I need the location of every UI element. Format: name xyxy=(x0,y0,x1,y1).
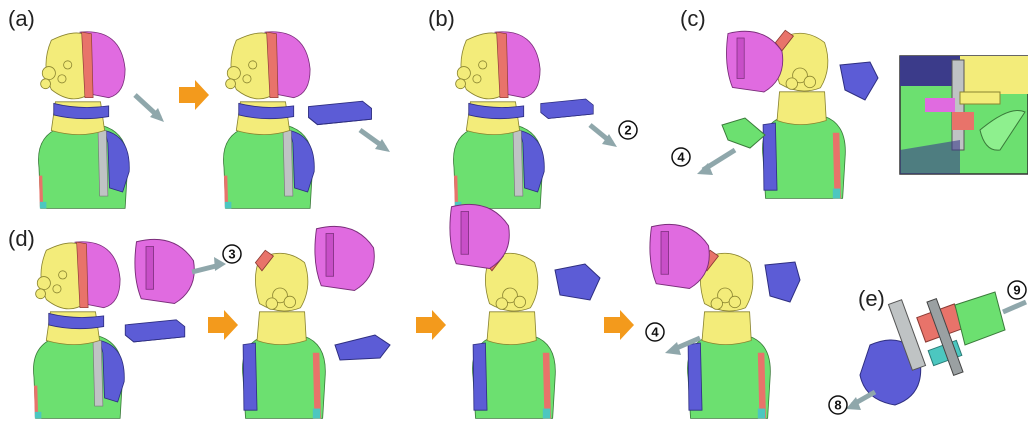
panel-b-bust xyxy=(453,32,544,209)
orange-arrow xyxy=(179,80,209,110)
step-number-c: 4 xyxy=(672,148,690,166)
blue-slab xyxy=(541,99,594,119)
svg-text:4: 4 xyxy=(651,325,659,340)
step-number-e1: 9 xyxy=(1008,281,1026,299)
panel-label-d: (d) xyxy=(8,226,35,252)
panel-d-hood-2 xyxy=(315,226,374,290)
motion-arrow xyxy=(1003,302,1026,312)
panel-d-blue-piece-4 xyxy=(765,262,800,302)
blue-slab xyxy=(125,320,185,342)
svg-text:2: 2 xyxy=(624,123,631,138)
orange-arrow xyxy=(604,310,634,340)
panel-d-hood-4 xyxy=(650,224,709,288)
panel-c-hood xyxy=(727,31,783,92)
step-number-d1: 3 xyxy=(223,245,241,263)
panel-a-bust-2 xyxy=(223,32,314,209)
motion-arrow xyxy=(135,95,164,122)
panel-label-b: (b) xyxy=(428,6,455,32)
orange-arrow xyxy=(416,310,446,340)
panel-d-hood-1 xyxy=(135,239,194,303)
panel-d-bust-3 xyxy=(473,250,556,418)
panel-d-blue-piece xyxy=(335,335,390,360)
zoom-inset xyxy=(900,56,1028,174)
motion-arrow xyxy=(590,125,617,147)
step-number-d4: 4 xyxy=(646,323,664,341)
svg-text:9: 9 xyxy=(1013,283,1020,298)
orange-arrow xyxy=(208,310,238,340)
panel-label-c: (c) xyxy=(680,6,706,32)
motion-arrow xyxy=(846,392,875,410)
panel-d-hood-3 xyxy=(450,204,509,268)
motion-arrow xyxy=(192,257,226,272)
panel-c-blue-piece xyxy=(840,62,878,100)
panel-label-e: (e) xyxy=(858,286,885,312)
panel-d-bust-1 xyxy=(33,242,124,419)
panel-c-green-piece xyxy=(722,118,765,148)
step-number-b: 2 xyxy=(619,121,637,139)
svg-text:3: 3 xyxy=(228,247,235,262)
panel-a-bust-1 xyxy=(38,32,129,209)
step-number-e2: 8 xyxy=(829,396,847,414)
panel-label-a: (a) xyxy=(8,6,35,32)
motion-arrow xyxy=(697,150,735,175)
svg-text:8: 8 xyxy=(834,398,841,413)
svg-text:4: 4 xyxy=(677,150,685,165)
blue-slab xyxy=(309,101,372,124)
panel-d-bust-2 xyxy=(243,250,326,418)
motion-arrow xyxy=(360,130,390,152)
panel-d-blue-piece-3 xyxy=(555,264,600,300)
